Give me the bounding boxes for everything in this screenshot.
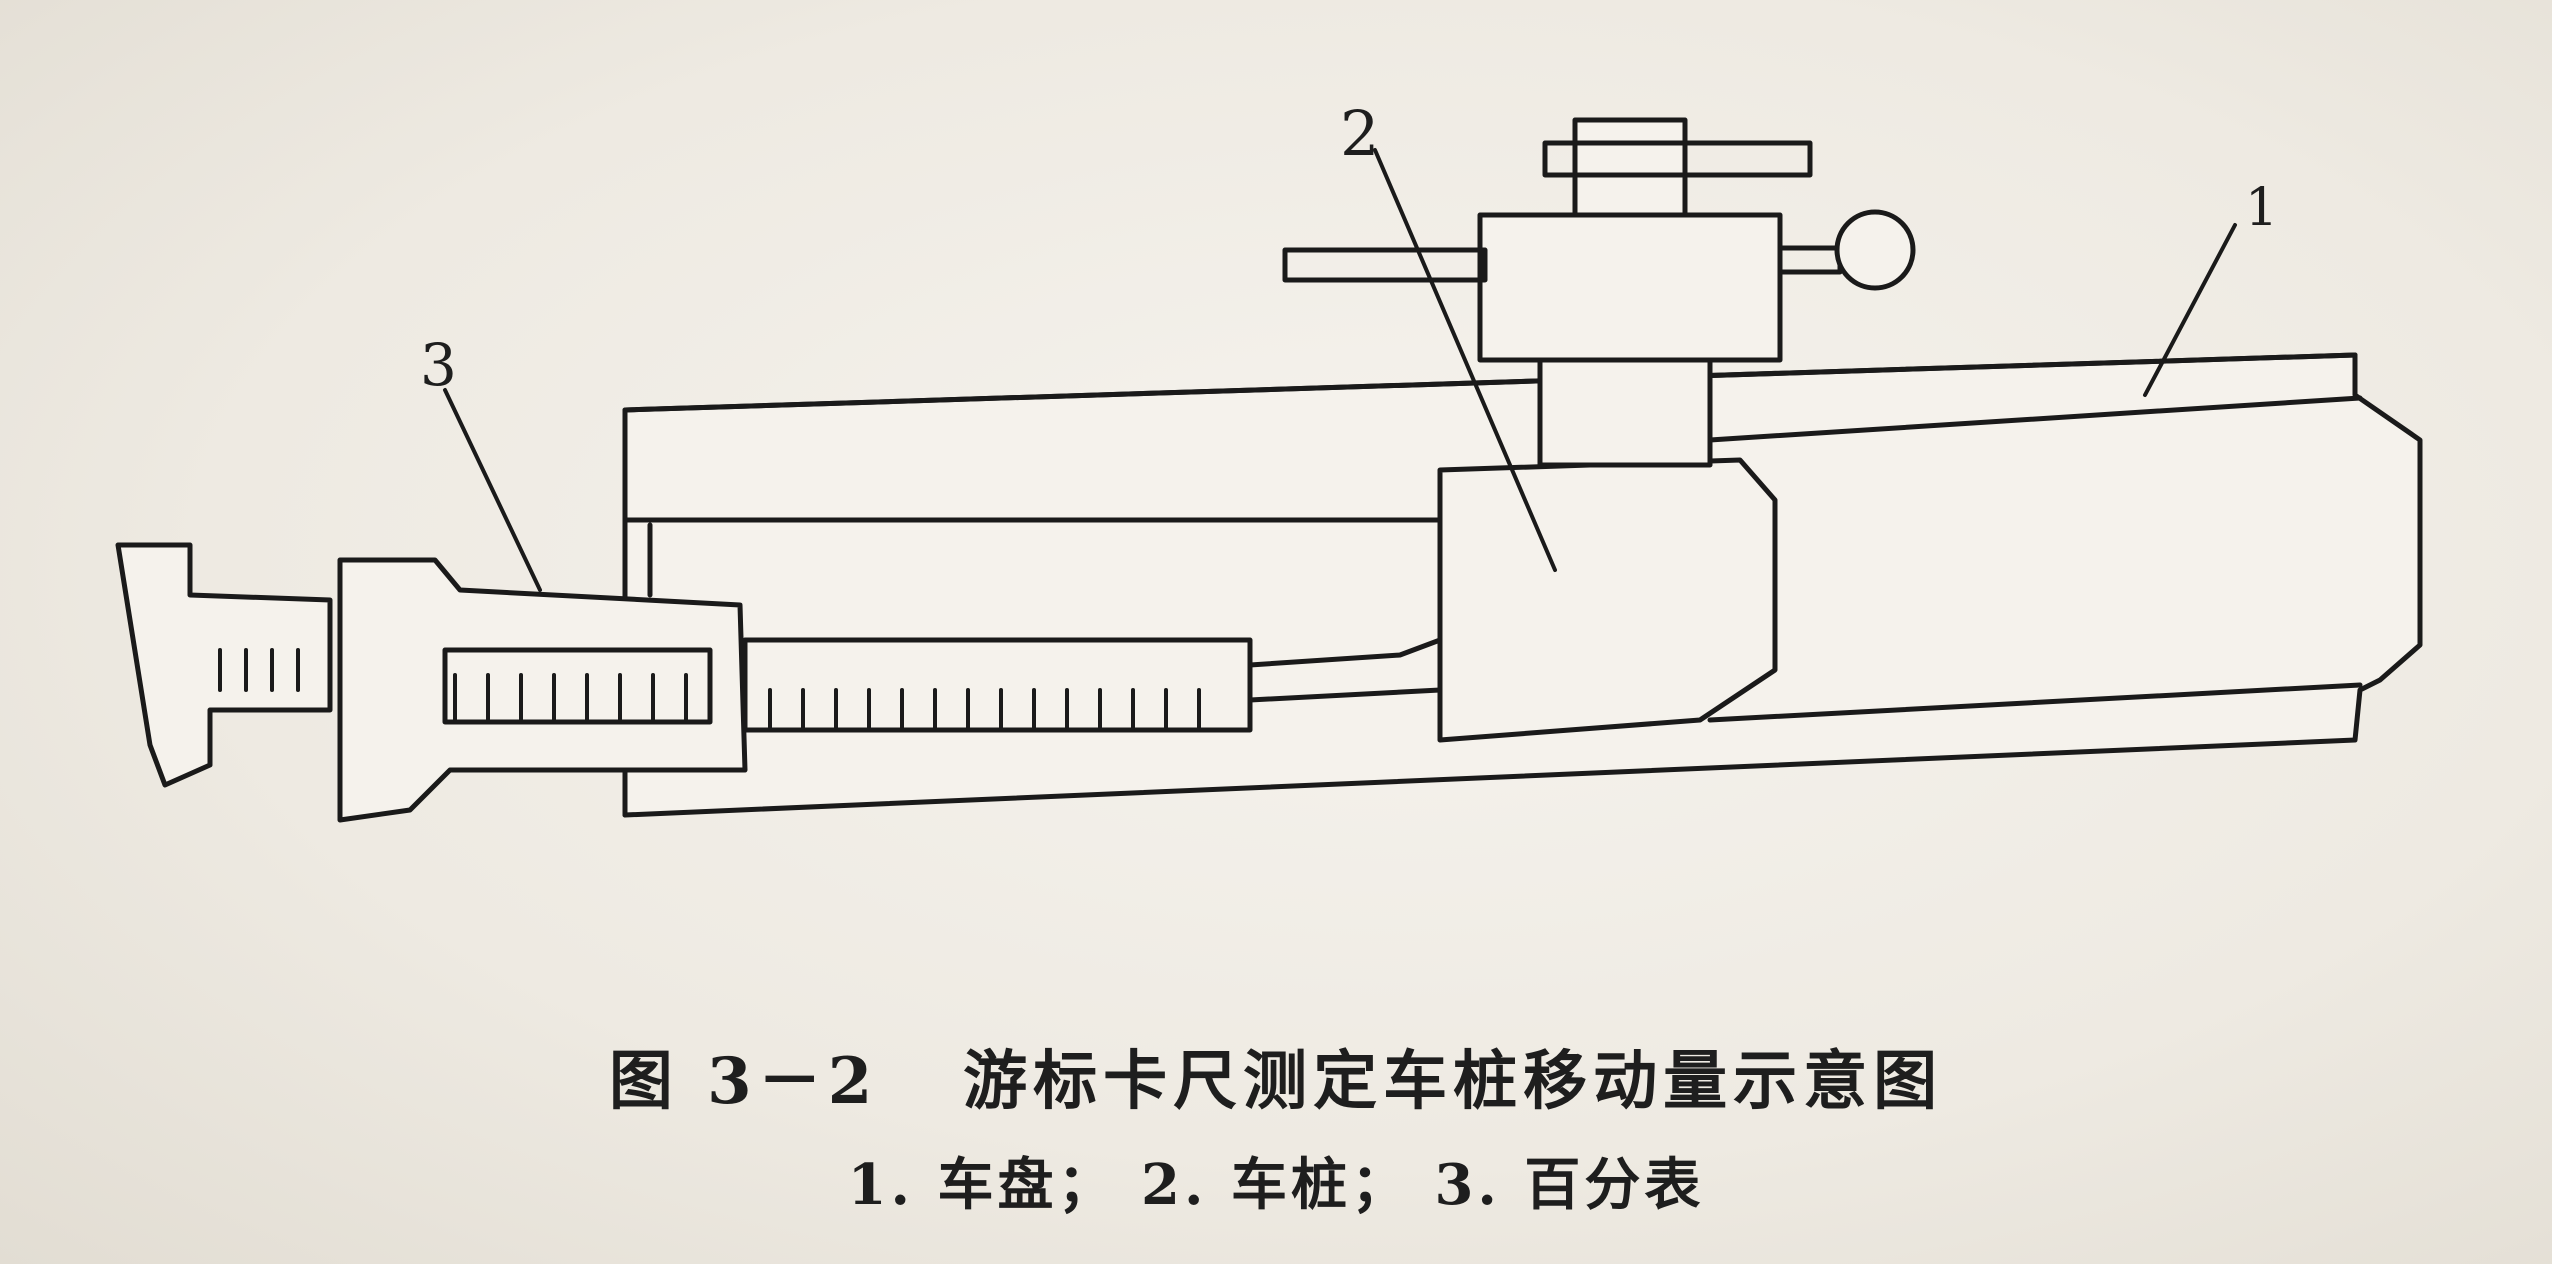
- carriage-slide-lines: [1247, 637, 1443, 703]
- vernier-scale-window: [442, 647, 713, 725]
- callout-3-leader: [443, 388, 542, 592]
- callout-1-leader: [2143, 223, 2237, 397]
- carriage-block: [1437, 457, 1778, 743]
- callout-2-leader: [1373, 148, 1557, 572]
- tool-holder: [1477, 212, 1783, 363]
- tool-holder-bar-top: [1542, 140, 1813, 178]
- tool-holder-top: [1572, 117, 1688, 218]
- callout-1-label: 1: [2245, 178, 2278, 238]
- callout-3-label: 3: [420, 331, 457, 399]
- lathe-bed-top-line: [622, 352, 2358, 413]
- main-scale-ticks: [768, 688, 1201, 732]
- callout-2-label: 2: [1340, 97, 1379, 170]
- handle-knob: [1834, 209, 1916, 291]
- tool-holder-bar-side: [1282, 247, 1488, 283]
- caliper-diagram: 1 2 3: [115, 97, 2423, 823]
- figure-legend: 1. 车盘； 2. 车桩； 3. 百分表: [847, 1152, 1705, 1218]
- jaw-scale-ticks: [218, 648, 300, 692]
- handle-bar: [1777, 245, 1843, 275]
- vernier-scale-ticks: [453, 673, 688, 724]
- caliper-jaw-fixed: [115, 542, 333, 788]
- lathe-bed-inner-rail: [1707, 395, 2363, 723]
- caliper-beam: [742, 637, 1253, 733]
- figure-title: 图 3－2 游标卡尺测定车桩移动量示意图: [608, 1044, 1944, 1119]
